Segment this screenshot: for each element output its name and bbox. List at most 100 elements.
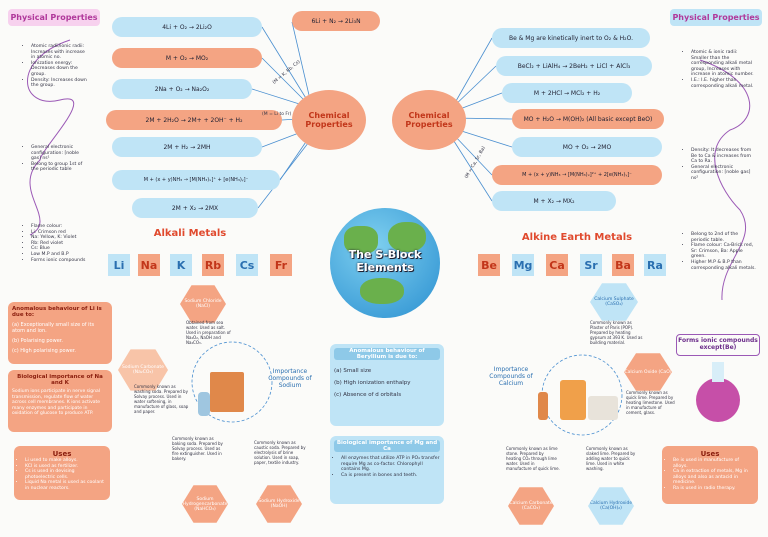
element-mg: Mg <box>512 254 534 276</box>
left-chem-label: Chemical Properties <box>305 111 353 129</box>
bio-mg-ca-item: Ca is present in bones and teeth. <box>341 473 440 479</box>
left-phys-item: Density: Increases down the group. <box>31 78 88 89</box>
flame-item: Na: Yellow, K: Violet <box>31 235 90 241</box>
note-sodium-hydroxide: Commonly known as caustic soda. Prepared… <box>254 440 306 465</box>
element-na: Na <box>138 254 160 276</box>
anomalous-li-item: (c) High polarising power. <box>12 348 76 354</box>
note-calcium-oxide: Commonly known as quick lime. Prepared b… <box>626 390 675 415</box>
hex-sodium-carbonate-label: Sodium Carbonate (Na₂CO₃) <box>122 365 164 375</box>
hex-sodium-bicarbonate-label: Sodium Hydrogencarbonate (NaHCO₃) <box>182 496 228 512</box>
hex-calcium-hydroxide-label: Calcium Hydroxide (Ca(OH)₂) <box>589 501 633 511</box>
left-phys-item: General electronic configuration: [noble… <box>31 145 90 162</box>
anomalous-be-box: Anomalous behaviour of Beryllium is due … <box>330 344 444 426</box>
reaction-li-oxide: 4Li + O₂ → 2Li₂O <box>112 17 262 37</box>
hex-sodium-chloride: Sodium Chloride (NaCl) <box>180 285 226 323</box>
bio-na-k-title: Biological importance of Na and K <box>17 374 103 386</box>
alkali-metals-title: Alkali Metals <box>153 228 227 239</box>
left-phys-item: Ionization energy: Decreases down the gr… <box>31 61 88 78</box>
element-sr: Sr <box>580 254 602 276</box>
reaction-halide: 2M + X₂ → 2MX <box>132 198 258 218</box>
element-k: K <box>170 254 192 276</box>
hex-sodium-carbonate: Sodium Carbonate (Na₂CO₃) <box>118 349 168 391</box>
flame-item: Flame colour: <box>31 224 90 230</box>
right-use-item: Ca in extraction of metals, Mg in alloys… <box>673 469 754 486</box>
right-flame-list: Belong to 2nd of the periodic table. Fla… <box>684 232 756 296</box>
flask-neck <box>712 362 724 382</box>
right-phys-item: I.E.: I.E. higher than corresponding alk… <box>691 78 756 89</box>
reaction-oxide: MO + O₂ → 2MO <box>512 137 662 157</box>
hex-calcium-oxide-label: Calcium Oxide (CaO) <box>624 369 672 375</box>
bio-na-k-box: Biological importance of Na and K Sodium… <box>8 370 112 432</box>
anomalous-li-title: Anomalous behaviour of Li is due to: <box>12 306 102 318</box>
element-fr: Fr <box>270 254 292 276</box>
reaction-beryllium-hydride: BeCl₂ + LiAlH₄ → 2BeH₂ + LiCl + AlCl₃ <box>496 56 652 76</box>
right-physical-list-2: Density: It decreases from Be to Ca & in… <box>684 148 756 204</box>
reaction-ammonia-right: M + (x + y)NH₃ → [M(NH₃)ₓ]²⁺ + 2[e(NH₃)ᵧ… <box>492 165 662 185</box>
left-flame-list: Flame colour: Li: Crimson red Na: Yellow… <box>24 224 90 286</box>
left-chemical-properties-node: Chemical Properties <box>292 90 366 150</box>
bio-mg-ca-title: Biological importance of Mg and Ca <box>334 440 440 452</box>
left-phys-item: Belong to group 1st of the periodic tabl… <box>31 162 90 173</box>
right-header-text: Physical Properties <box>672 13 760 22</box>
hex-sodium-hydroxide-label: Sodium Hydroxide (NaOH) <box>258 499 300 509</box>
right-phys-item: General electronic configuration: [noble… <box>691 165 756 182</box>
right-physical-list-1: Atomic & ionic radii: Smaller than the c… <box>684 50 756 120</box>
right-use-item: Ra is used in radio therapy. <box>673 486 754 492</box>
hex-calcium-sulphate-label: Calcium Sulphate (CaSO₄) <box>594 297 634 307</box>
hex-calcium-carbonate-label: Calcium Carbonate (CaCO₃) <box>509 501 553 511</box>
element-li: Li <box>108 254 130 276</box>
bio-mg-ca-item: All enzymes that utilize ATP in PO₄ tran… <box>341 456 440 473</box>
hex-calcium-hydroxide: Calcium Hydroxide (Ca(OH)₂) <box>588 487 634 525</box>
right-flame-item: Higher M.P & B.P than corresponding alka… <box>691 260 756 271</box>
right-phys-item: Atomic & ionic radii: Smaller than the c… <box>691 50 756 78</box>
right-physical-properties-header: Physical Properties <box>670 9 762 26</box>
calcium-importance-label: Importance Compounds of Calcium <box>489 366 533 387</box>
reaction-ammonia: M + (x + y)NH₃ → [M(NH₃)ₓ]⁺ + [e(NH₃)ᵧ]⁻ <box>112 170 280 190</box>
globe-image <box>330 208 440 318</box>
reaction-halide-right: M + X₂ → MX₂ <box>492 191 616 211</box>
element-be: Be <box>478 254 500 276</box>
flame-item: Low M.P and B.P <box>31 252 90 258</box>
hex-sodium-chloride-label: Sodium Chloride (NaCl) <box>184 299 222 309</box>
element-cs: Cs <box>236 254 258 276</box>
anomalous-li-box: Anomalous behaviour of Li is due to: (a)… <box>8 302 112 364</box>
anomalous-be-title: Anomalous behaviour of Beryllium is due … <box>334 348 440 360</box>
reaction-hydroxide: MO + H₂O → M(OH)₂ (All basic except BeO) <box>512 109 664 129</box>
bio-na-k-text: Sodium ions participate in nerve signal … <box>12 389 101 416</box>
note-sodium-bicarbonate: Commonly known as baking soda. Prepared … <box>172 436 223 461</box>
person-icon <box>538 392 548 420</box>
left-use-item: KCl is used as fertilizer. <box>25 464 106 470</box>
flame-item: Li: Crimson red <box>31 230 90 236</box>
reaction-water: 2M + 2H₂O → 2M+ + 2OH⁻ + H₂ <box>106 110 282 130</box>
left-physical-properties-header: Physical Properties <box>8 9 100 26</box>
flame-item: Rb: Red violet <box>31 241 90 247</box>
left-header-text: Physical Properties <box>10 13 98 22</box>
bio-mg-ca-box: Biological importance of Mg and Ca All e… <box>330 436 444 504</box>
anomalous-be-item: (c) Absence of d orbitals <box>334 392 402 398</box>
right-phys-item: Density: It decreases from Be to Ca & in… <box>691 148 756 165</box>
anomalous-li-item: (b) Polarising power. <box>12 338 63 344</box>
arrow-label-li-fr: (M = Li to Fr) <box>262 112 292 117</box>
left-use-item: Liquid Na metal is used as coolant in nu… <box>25 480 106 491</box>
reaction-superoxide: M + O₂ → MO₂ <box>112 48 262 68</box>
reaction-li-nitride: 6Li + N₂ → 2Li₃N <box>292 11 380 31</box>
reaction-peroxide: 2Na + O₂ → Na₂O₂ <box>112 79 252 99</box>
note-calcium-sulphate: Commonly known as Plaster of Paris (POP)… <box>590 320 643 345</box>
left-use-item: Li used to make alloys. <box>25 458 106 464</box>
flame-item: Cs: Blue <box>31 246 90 252</box>
note-sodium-carbonate: Commonly known as washing soda. Prepared… <box>134 384 189 414</box>
flask-icon <box>696 378 740 422</box>
anomalous-be-item: (b) High ionization enthalpy <box>334 380 411 386</box>
left-physical-list-1: Atomic radii/ionic radii: Increases with… <box>24 44 88 106</box>
element-ra: Ra <box>644 254 666 276</box>
anomalous-be-item: (a) Small size <box>334 368 372 374</box>
center-title: The S-Block Elements <box>348 248 422 274</box>
right-chem-label: Chemical Properties <box>405 111 453 129</box>
bone-calcium-icon <box>560 380 586 420</box>
left-phys-item: Atomic radii/ionic radii: Increases with… <box>31 44 88 61</box>
element-rb: Rb <box>202 254 224 276</box>
left-physical-list-2: General electronic configuration: [noble… <box>24 145 90 185</box>
right-use-item: Be is used in manufacture of alloys. <box>673 458 754 469</box>
hex-calcium-sulphate: Calcium Sulphate (CaSO₄) <box>590 283 638 321</box>
sodium-importance-label: Importance Compounds of Sodium <box>268 368 312 389</box>
